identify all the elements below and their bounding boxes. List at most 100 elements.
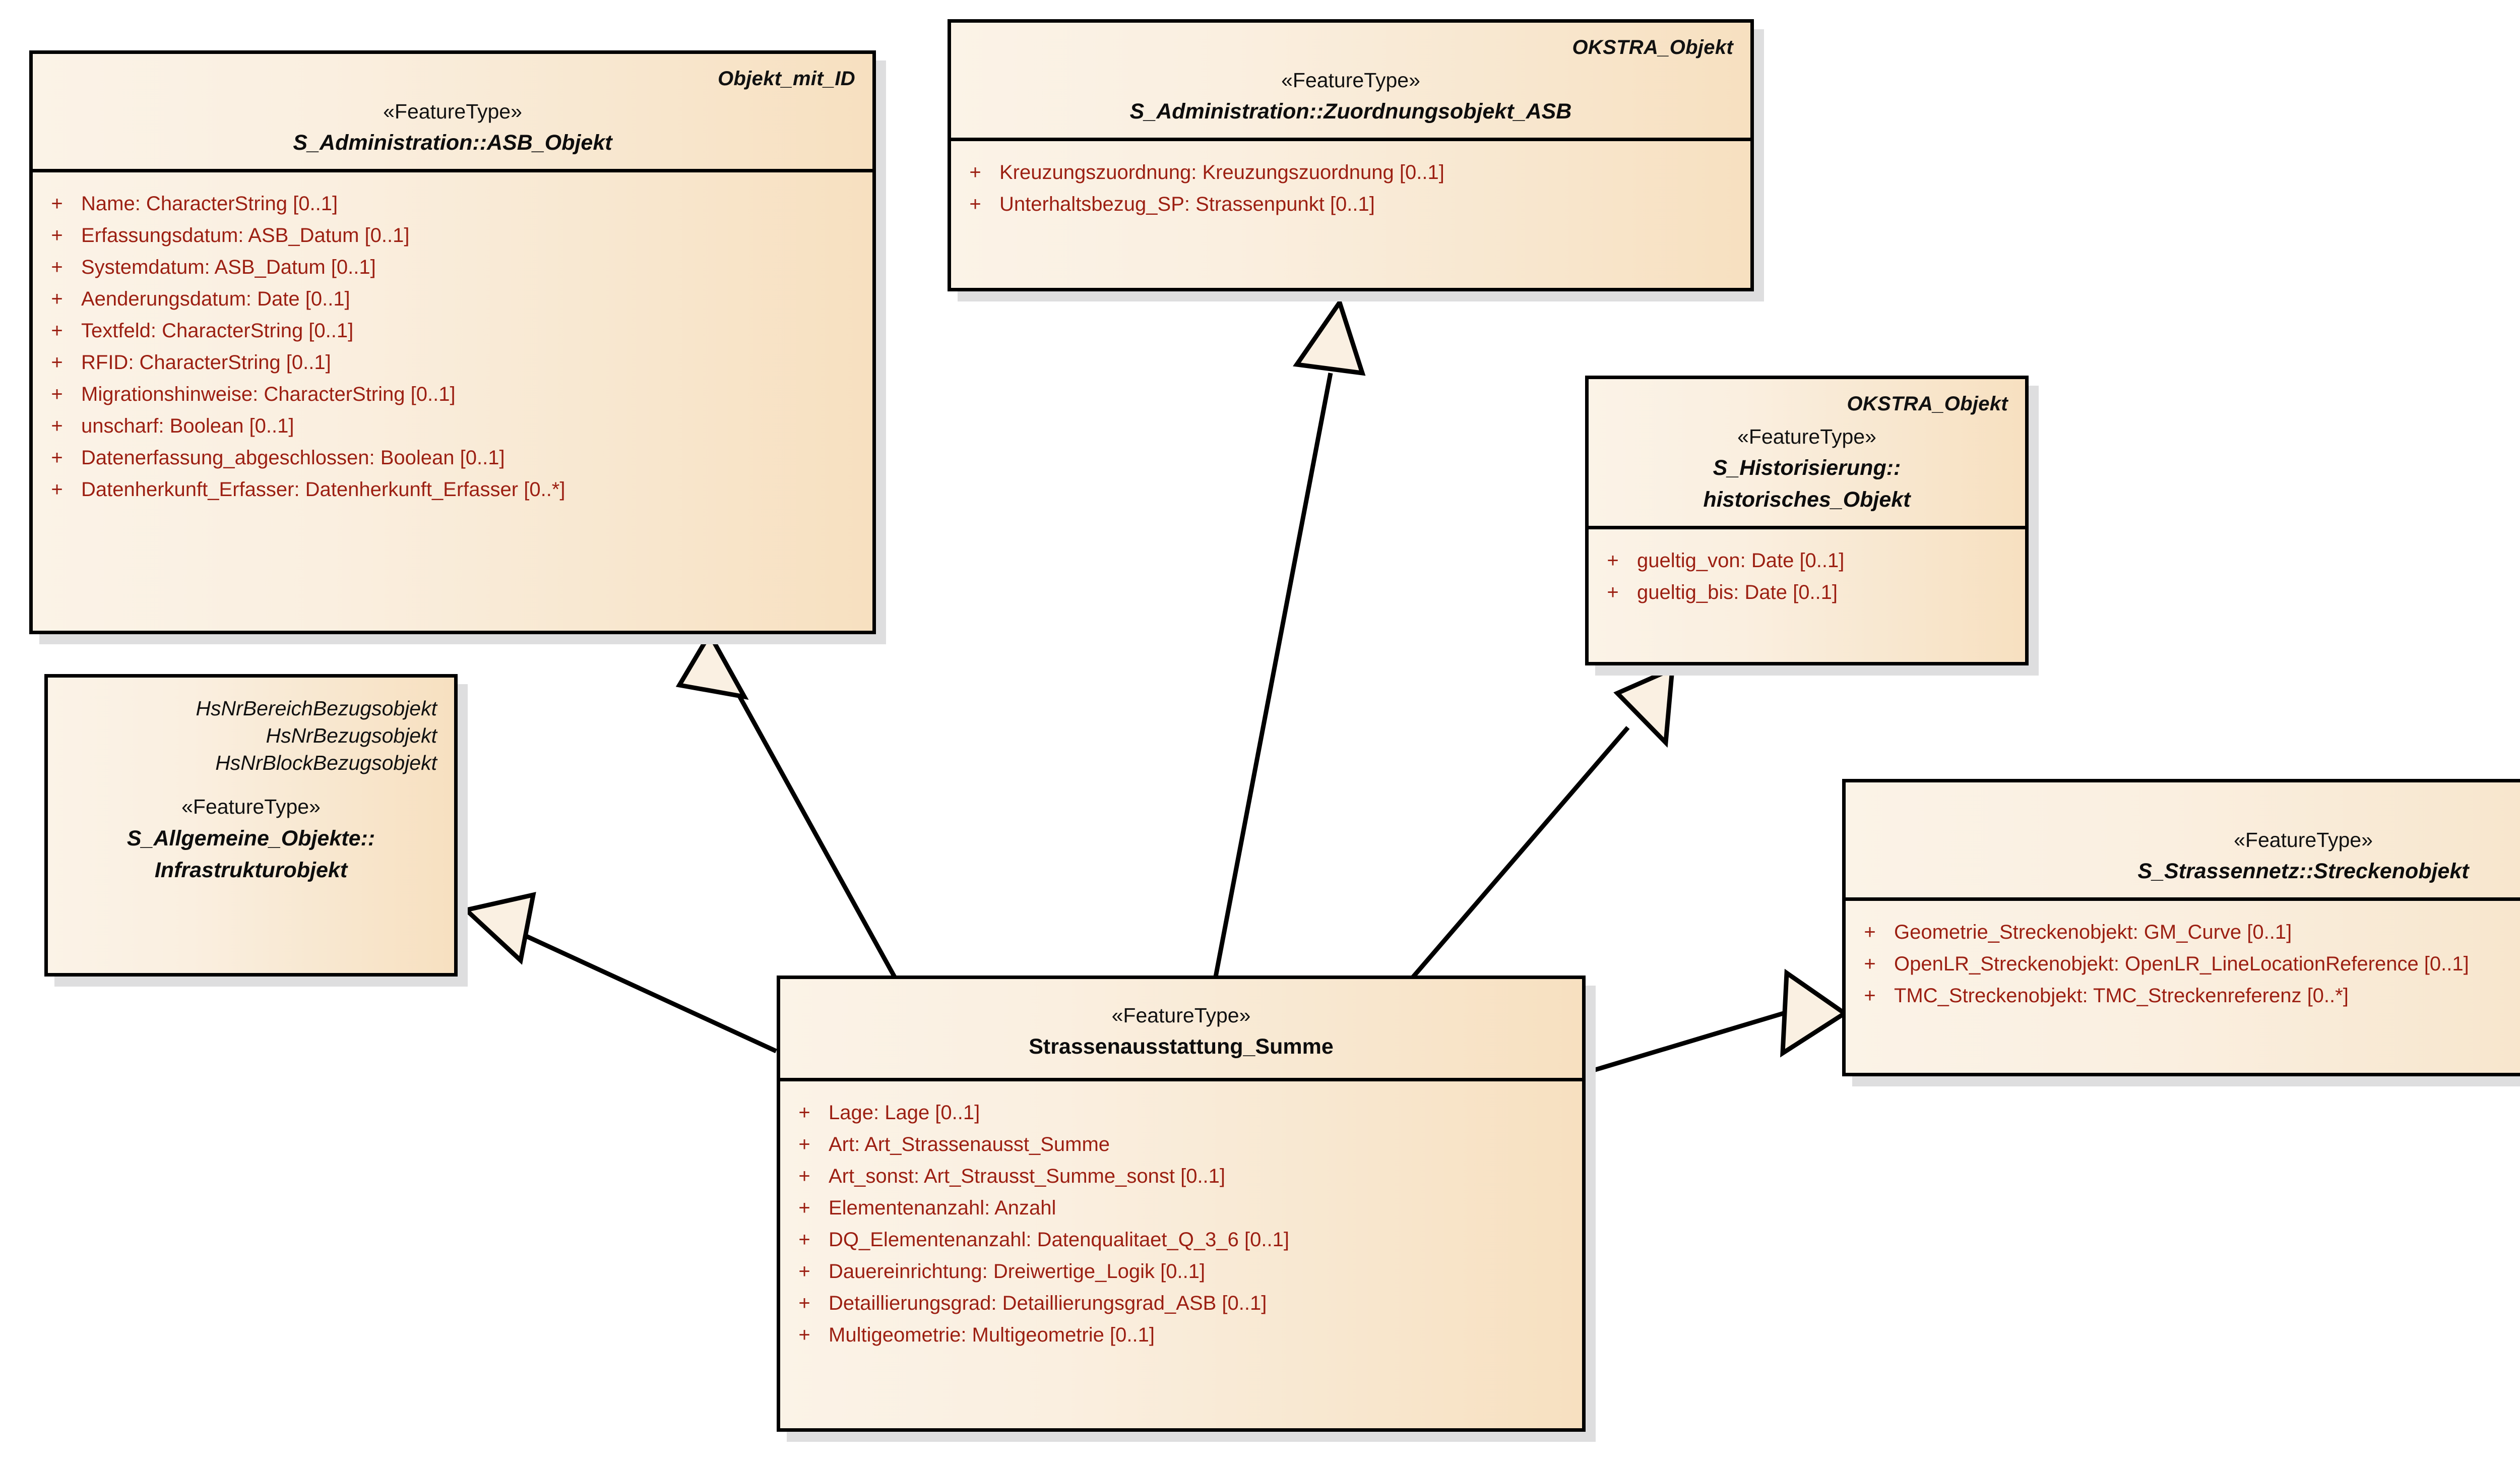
class-tagline-historisches-objekt: OKSTRA_Objekt [1847,393,2008,415]
generalization-summe-to-infrastrukturobjekt [461,892,777,1054]
visibility-marker: + [51,383,63,405]
attribute-row: + Art_sonst: Art_Strausst_Summe_sonst [0… [780,1160,1582,1192]
visibility-marker: + [1864,952,1876,975]
class-name-infrastrukturobjekt-line1: S_Allgemeine_Objekte:: [127,826,375,850]
class-tagline-asb-objekt: Objekt_mit_ID [718,68,855,90]
class-header-zuordnungsobjekt-asb: OKSTRA_Objekt «FeatureType» S_Administra… [951,23,1750,138]
class-header-infrastrukturobjekt: HsNrBereichBezugsobjekt HsNrBezugsobjekt… [48,678,454,896]
class-box-strassenausstattung-summe[interactable]: «FeatureType» Strassenausstattung_Summe … [777,976,1586,1432]
attribute-signature: TMC_Streckenobjekt: TMC_Streckenreferenz… [1894,984,2349,1007]
class-header-asb-objekt: Objekt_mit_ID «FeatureType» S_Administra… [33,54,872,169]
class-stereotype-strassenausstattung-summe: «FeatureType» [1111,1004,1251,1027]
visibility-marker: + [798,1323,810,1346]
attribute-row: + Migrationshinweise: CharacterString [0… [33,378,872,410]
class-name-strassenausstattung-summe: Strassenausstattung_Summe [1029,1034,1334,1059]
visibility-marker: + [51,414,63,437]
attribute-signature: OpenLR_Streckenobjekt: OpenLR_LineLocati… [1894,952,2469,975]
attribute-signature: Aenderungsdatum: Date [0..1] [81,287,350,310]
attribute-row: + Art: Art_Strassenausst_Summe [780,1128,1582,1160]
visibility-marker: + [51,351,63,374]
class-header-strassenausstattung-summe: «FeatureType» Strassenausstattung_Summe [780,979,1582,1078]
visibility-marker: + [798,1165,810,1187]
class-alias-2: HsNrBlockBezugsobjekt [215,751,437,775]
generalization-summe-to-zuordnungsobjekt-asb [1212,297,1366,983]
attribute-compartment-asb-objekt: + Name: CharacterString [0..1] + Erfassu… [33,169,872,631]
attribute-signature: Datenherkunft_Erfasser: Datenherkunft_Er… [81,478,565,501]
visibility-marker: + [51,478,63,501]
generalization-summe-to-historisches-objekt [1409,665,1675,981]
class-stereotype-streckenobjekt: «FeatureType» [2234,828,2373,851]
attribute-signature: Elementenanzahl: Anzahl [829,1196,1056,1219]
class-box-zuordnungsobjekt-asb[interactable]: OKSTRA_Objekt «FeatureType» S_Administra… [948,19,1754,291]
class-alias-1: HsNrBezugsobjekt [266,724,437,748]
attribute-signature: DQ_Elementenanzahl: Datenqualitaet_Q_3_6… [829,1228,1289,1251]
attribute-compartment-zuordnungsobjekt-asb: + Kreuzungszuordnung: Kreuzungszuordnung… [951,138,1750,288]
attribute-row: + Geometrie_Streckenobjekt: GM_Curve [0.… [1846,916,2520,948]
class-name-zuordnungsobjekt-asb: S_Administration::Zuordnungsobjekt_ASB [1129,99,1572,124]
generalization-summe-to-streckenobjekt [1584,968,1849,1075]
visibility-marker: + [969,193,981,215]
attribute-row: + gueltig_von: Date [0..1] [1589,544,2025,576]
attribute-row: + OpenLR_Streckenobjekt: OpenLR_LineLoca… [1846,948,2520,980]
attribute-row: + DQ_Elementenanzahl: Datenqualitaet_Q_3… [780,1224,1582,1255]
attribute-row: + Kreuzungszuordnung: Kreuzungszuordnung… [951,156,1750,188]
class-name-infrastrukturobjekt-line2: Infrastrukturobjekt [154,858,348,882]
attribute-signature: Art: Art_Strassenausst_Summe [829,1133,1110,1155]
visibility-marker: + [51,446,63,469]
attribute-row: + Erfassungsdatum: ASB_Datum [0..1] [33,219,872,251]
attribute-row: + Detaillierungsgrad: Detaillierungsgrad… [780,1287,1582,1319]
attribute-signature: Kreuzungszuordnung: Kreuzungszuordnung [… [999,161,1444,184]
attribute-compartment-historisches-objekt: + gueltig_von: Date [0..1] + gueltig_bis… [1589,526,2025,662]
visibility-marker: + [798,1260,810,1283]
attribute-signature: Unterhaltsbezug_SP: Strassenpunkt [0..1] [999,193,1375,215]
class-box-infrastrukturobjekt[interactable]: HsNrBereichBezugsobjekt HsNrBezugsobjekt… [44,674,458,977]
class-box-asb-objekt[interactable]: Objekt_mit_ID «FeatureType» S_Administra… [29,50,876,634]
visibility-marker: + [798,1133,810,1155]
attribute-signature: gueltig_bis: Date [0..1] [1637,581,1838,603]
attribute-signature: Detaillierungsgrad: Detaillierungsgrad_A… [829,1292,1267,1314]
visibility-marker: + [1607,549,1619,572]
class-name-historisches-objekt-line2: historisches_Objekt [1703,488,1911,512]
attribute-row: + Datenerfassung_abgeschlossen: Boolean … [33,442,872,473]
attribute-row: + Name: CharacterString [0..1] [33,188,872,219]
attribute-row: + Textfeld: CharacterString [0..1] [33,315,872,346]
attribute-compartment-strassenausstattung-summe: + Lage: Lage [0..1] + Art: Art_Strassena… [780,1078,1582,1428]
visibility-marker: + [798,1196,810,1219]
attribute-signature: Multigeometrie: Multigeometrie [0..1] [829,1323,1155,1346]
class-name-streckenobjekt: S_Strassennetz::Streckenobjekt [2137,859,2469,884]
class-tagline-streckenobjekt: OKSTRA_Objekt [1863,796,2520,819]
visibility-marker: + [51,256,63,278]
class-box-streckenobjekt[interactable]: OKSTRA_Objekt «FeatureType» S_Strassenne… [1842,779,2520,1076]
attribute-signature: unscharf: Boolean [0..1] [81,414,294,437]
class-stereotype-infrastrukturobjekt: «FeatureType» [181,795,321,819]
visibility-marker: + [1864,921,1876,943]
attribute-signature: RFID: CharacterString [0..1] [81,351,331,374]
attribute-row: + gueltig_bis: Date [0..1] [1589,576,2025,608]
class-header-streckenobjekt: OKSTRA_Objekt «FeatureType» S_Strassenne… [1846,782,2520,897]
class-stereotype-historisches-objekt: «FeatureType» [1737,425,1876,448]
attribute-signature: Lage: Lage [0..1] [829,1101,980,1124]
attribute-row: + RFID: CharacterString [0..1] [33,346,872,378]
attribute-row: + Unterhaltsbezug_SP: Strassenpunkt [0..… [951,188,1750,220]
attribute-signature: Geometrie_Streckenobjekt: GM_Curve [0..1… [1894,921,2292,943]
attribute-signature: Migrationshinweise: CharacterString [0..… [81,383,456,405]
visibility-marker: + [51,224,63,247]
visibility-marker: + [1864,984,1876,1007]
attribute-signature: Art_sonst: Art_Strausst_Summe_sonst [0..… [829,1165,1226,1187]
visibility-marker: + [1607,581,1619,603]
attribute-signature: Name: CharacterString [0..1] [81,192,338,215]
class-alias-0: HsNrBereichBezugsobjekt [196,697,437,720]
visibility-marker: + [798,1228,810,1251]
attribute-compartment-streckenobjekt: + Geometrie_Streckenobjekt: GM_Curve [0.… [1846,897,2520,1073]
attribute-signature: Datenerfassung_abgeschlossen: Boolean [0… [81,446,505,469]
visibility-marker: + [51,192,63,215]
attribute-row: + Dauereinrichtung: Dreiwertige_Logik [0… [780,1255,1582,1287]
class-box-historisches-objekt[interactable]: OKSTRA_Objekt «FeatureType» S_Historisie… [1585,376,2029,665]
class-stereotype-zuordnungsobjekt-asb: «FeatureType» [1281,69,1420,92]
class-name-historisches-objekt-line1: S_Historisierung:: [1713,456,1901,480]
visibility-marker: + [51,287,63,310]
attribute-signature: Dauereinrichtung: Dreiwertige_Logik [0..… [829,1260,1206,1283]
visibility-marker: + [798,1292,810,1314]
class-name-asb-objekt: S_Administration::ASB_Objekt [293,131,612,155]
